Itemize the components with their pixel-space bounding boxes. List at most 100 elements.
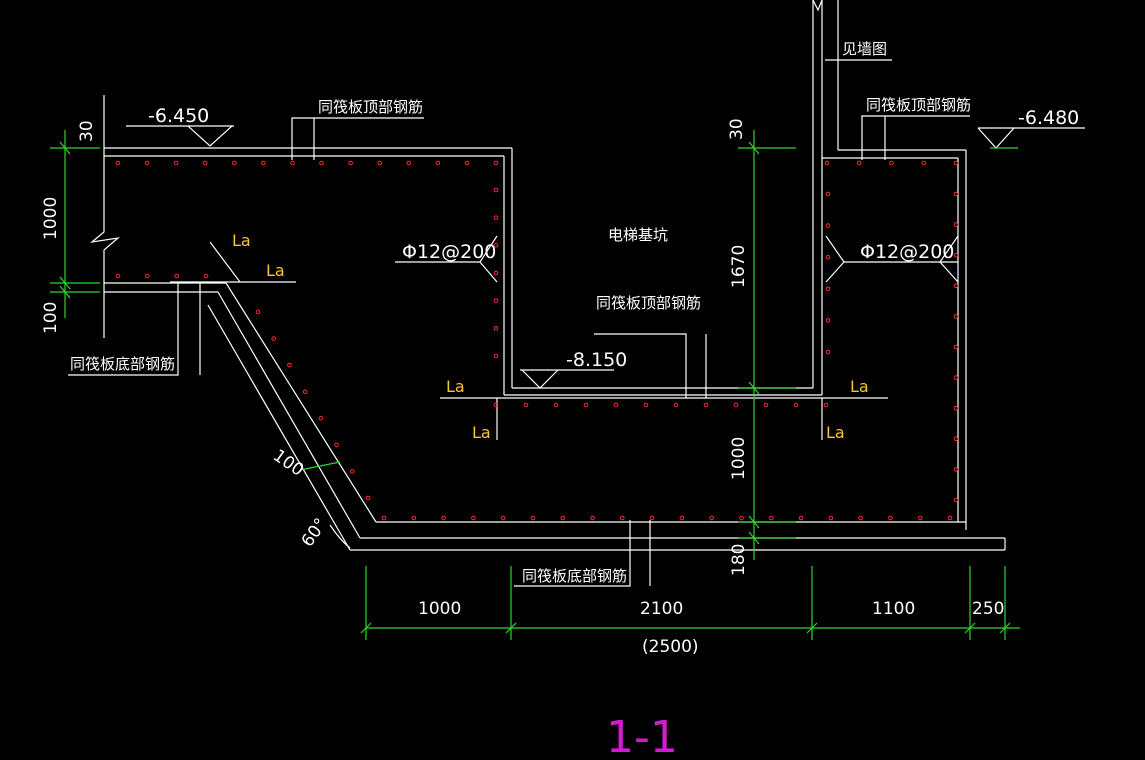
rebar-dot (823, 402, 829, 408)
rebar-dot (302, 389, 308, 395)
dim-mid-1670: 1670 (729, 245, 749, 288)
rebar-dot (115, 273, 121, 279)
elevation-pit-bottom: -8.150 (566, 349, 627, 371)
rebar-dot (381, 515, 387, 521)
dim-bottom-2100: 2100 (640, 599, 683, 619)
rebar-dot (255, 309, 261, 315)
rebar-dot (411, 515, 417, 521)
rebar-dot (365, 495, 371, 501)
rebar-dot (953, 497, 959, 503)
dim-slope-100: 100 (269, 446, 307, 481)
dim-bottom-1100: 1100 (872, 599, 915, 619)
section-title: 1-1 (606, 712, 678, 760)
rebar-dot (825, 349, 831, 355)
dim-left-100: 100 (41, 302, 61, 334)
rebar-dot (953, 191, 959, 197)
note-see-wall: 见墙图 (842, 40, 887, 58)
rebar-dot (798, 515, 804, 521)
rebar-dot (203, 273, 209, 279)
rebar-dot (553, 402, 559, 408)
rebar-dot (673, 402, 679, 408)
dim-mid-1000: 1000 (729, 437, 749, 480)
rebar-dot (261, 160, 266, 166)
elevation-right-top: -6.480 (1018, 107, 1079, 129)
rebar-dot (334, 442, 339, 448)
rebar-dot (590, 515, 595, 521)
rebar-dot (290, 160, 295, 166)
rebar-dot (435, 160, 441, 166)
rebar-dot (464, 160, 470, 166)
anchor-label: La (446, 377, 465, 396)
rebar-dot (493, 243, 499, 248)
note-top-rebar-left: 同筏板顶部钢筋 (318, 98, 423, 116)
rebar-dot (828, 515, 834, 521)
rebar-dot (493, 402, 499, 408)
dim-bottom-250: 250 (972, 599, 1004, 619)
rebar-dot (319, 160, 324, 166)
rebar-dot (917, 515, 923, 521)
rebar-dot (763, 402, 769, 408)
rebar-dot (858, 515, 863, 521)
rebar-dot (613, 402, 619, 408)
rebar-dot (173, 160, 179, 166)
section-outline (68, 0, 1085, 587)
note-top-rebar-center: 同筏板顶部钢筋 (596, 294, 701, 312)
rebar-dot (953, 344, 959, 350)
anchor-label: La (472, 423, 491, 442)
rebar-dot (349, 469, 355, 474)
dim-mid-180: 180 (729, 544, 749, 576)
rebar-dot (530, 515, 536, 521)
rebar-dot (889, 160, 894, 166)
rebar-dot (739, 515, 744, 521)
rebar-dot (471, 515, 476, 521)
rebar-dot (500, 515, 506, 521)
rebar-dot (583, 402, 589, 408)
rebar-dot (493, 187, 499, 193)
rebar-dot (271, 336, 277, 341)
rebar-dot (620, 515, 625, 521)
labels: -6.450 -6.480 -8.150 同筏板顶部钢筋 同筏板顶部钢筋 同筏板… (41, 40, 1079, 760)
rebar-dot (953, 436, 959, 442)
anchor-label: La (826, 423, 845, 442)
rebar-dot (493, 326, 499, 331)
rebar-dot (287, 362, 292, 368)
rebar-dot (493, 270, 499, 276)
rebar-dot (202, 160, 208, 166)
anchor-label: La (850, 377, 869, 396)
dim-mid-30: 30 (727, 118, 747, 140)
rebar-dot (947, 515, 953, 521)
rebar-dot (145, 273, 150, 279)
rebar-dot (348, 160, 353, 166)
rebar-dot (824, 160, 830, 166)
rebar-dot (560, 515, 566, 521)
rebar-dot (493, 353, 499, 359)
rebar-dot (493, 215, 499, 220)
elevation-left-top: -6.450 (148, 105, 209, 127)
rebar-dot (825, 318, 831, 323)
rebar-dot (953, 405, 959, 411)
dimension-lines (50, 130, 1020, 640)
rebar-dot (649, 515, 655, 521)
pit-label: 电梯基坑 (608, 226, 668, 244)
rebar-dots (115, 160, 959, 521)
rebar-dot (768, 515, 774, 521)
rebar-dot (523, 402, 529, 408)
rebar-dot (793, 402, 799, 408)
rebar-dot (921, 160, 927, 166)
dim-left-30: 30 (77, 120, 97, 142)
dim-bottom-total: (2500) (642, 637, 699, 657)
anchor-label: La (266, 261, 285, 280)
rebar-dot (406, 160, 412, 166)
rebar-dot (953, 283, 959, 289)
dim-bottom-1000: 1000 (418, 599, 461, 619)
rebar-dot (174, 273, 179, 279)
rebar-dot (493, 160, 499, 166)
rebar-dot (953, 467, 959, 472)
rebar-dot (703, 402, 709, 408)
rebar-spec-right: Φ12@200 (860, 241, 954, 263)
rebar-dot (232, 160, 237, 166)
dim-left-1000: 1000 (41, 197, 61, 240)
rebar-dot (953, 314, 959, 319)
rebar-dot (825, 191, 831, 197)
